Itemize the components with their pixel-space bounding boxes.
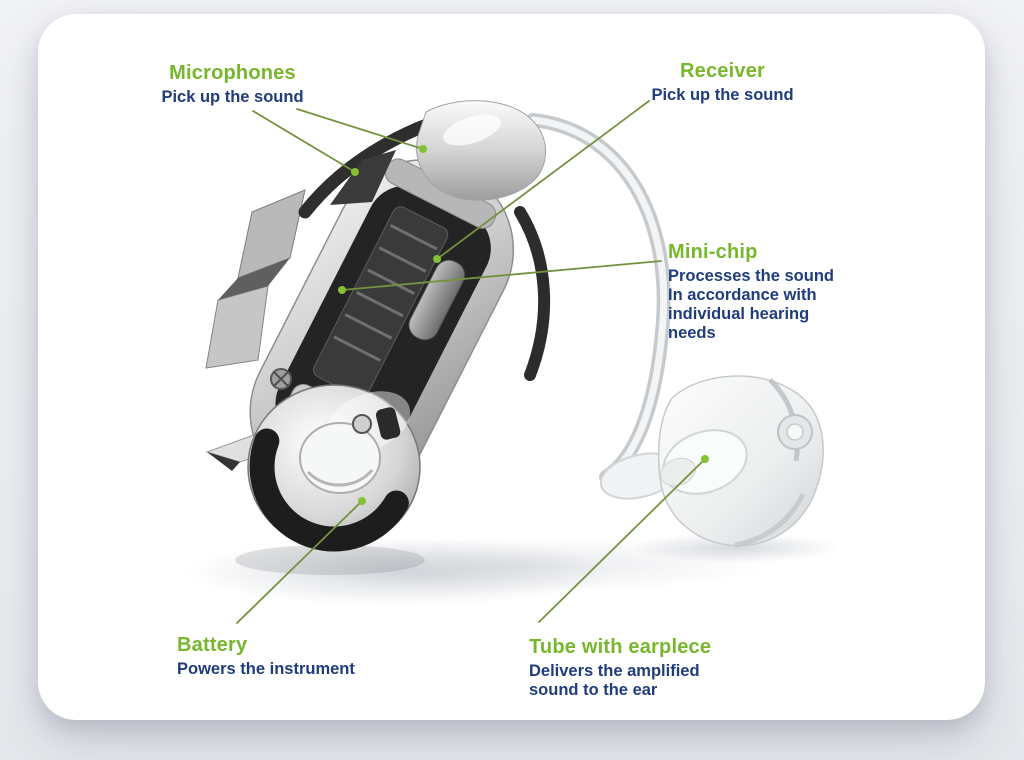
- callout-dot: [419, 145, 427, 153]
- callout-title: Tube with earplece: [529, 636, 712, 658]
- earpiece: [599, 375, 824, 548]
- callout-dot: [358, 497, 366, 505]
- leader-line-microphone-2: [296, 108, 427, 153]
- callout-battery: Battery Powers the instrument: [177, 634, 407, 679]
- callout-description: Delivers the amplified sound to the ear: [529, 662, 700, 699]
- leader-line-receiver: [433, 100, 650, 263]
- leader-line-battery: [236, 497, 366, 624]
- callout-title: Receiver: [680, 60, 765, 82]
- callout-dot: [433, 255, 441, 263]
- circuit-lines: [333, 224, 438, 362]
- callout-description: Powers the instrument: [177, 660, 355, 678]
- screw-icon: [270, 368, 292, 390]
- leader-line-microphone-1: [252, 110, 359, 176]
- callout-dot: [701, 455, 709, 463]
- leader-line-mini-chip: [338, 260, 662, 294]
- callout-dot: [338, 286, 346, 294]
- callout-description: Pick up the sound: [651, 86, 794, 104]
- callout-description: Pick up the sound: [161, 88, 304, 106]
- callout-title: Battery: [177, 634, 248, 656]
- leader-line-tube: [538, 455, 709, 623]
- floor-shadows: [185, 533, 840, 606]
- battery-disc: [247, 368, 421, 552]
- top-cap: [416, 100, 547, 201]
- callout-dot: [351, 168, 359, 176]
- callout-receiver: Receiver Pick up the sound: [610, 60, 835, 105]
- callout-title: Microphones: [169, 62, 296, 84]
- callout-microphones: Microphones Pick up the sound: [120, 62, 345, 107]
- sound-tube: [526, 113, 671, 484]
- callout-title: Mini-chip: [668, 241, 758, 263]
- callout-mini-chip: Mini-chip Processes the sound In accorda…: [668, 241, 858, 343]
- callout-description: Processes the sound In accordance with i…: [668, 267, 834, 342]
- leader-lines: [236, 100, 709, 624]
- callout-tube-with-earpiece: Tube with earplece Delivers the amplifie…: [529, 636, 739, 700]
